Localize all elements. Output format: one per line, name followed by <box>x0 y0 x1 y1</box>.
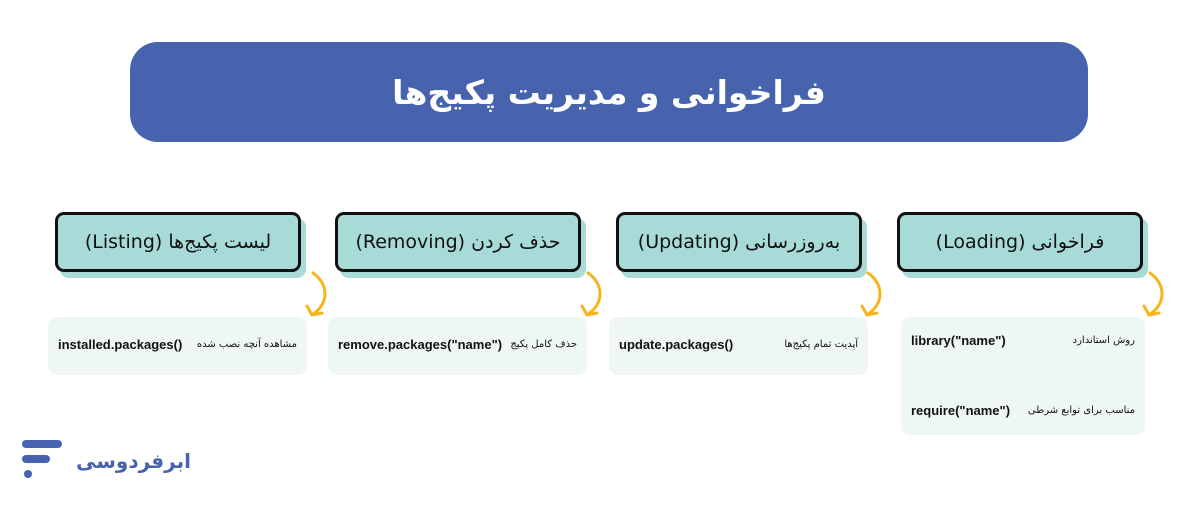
detail-row: آپدیت تمام پکیج‌ها update.packages() <box>609 337 868 352</box>
detail-row: مناسب برای توابع شرطی require("name") <box>901 403 1145 418</box>
step-removing-header: حذف کردن (Removing) <box>335 212 581 272</box>
curved-arrow-icon <box>1142 271 1164 317</box>
step-removing-title: حذف کردن (Removing) <box>355 231 561 253</box>
step-loading-title: فراخوانی (Loading) <box>935 231 1105 253</box>
detail-row: روش استاندارد library("name") <box>901 333 1145 348</box>
curved-arrow-icon <box>860 271 882 317</box>
page-title: فراخوانی و مدیریت پکیج‌ها <box>392 72 826 112</box>
brand-f-icon <box>22 440 64 482</box>
step-updating-header: به‌روزرسانی (Updating) <box>616 212 862 272</box>
detail-row: مشاهده آنچه نصب شده installed.packages() <box>48 337 307 352</box>
step-listing-details: مشاهده آنچه نصب شده installed.packages() <box>48 317 307 375</box>
step-loading-header: فراخوانی (Loading) <box>897 212 1143 272</box>
step-updating-details: آپدیت تمام پکیج‌ها update.packages() <box>609 317 868 375</box>
code-snippet: update.packages() <box>619 337 734 352</box>
curved-arrow-icon <box>580 271 602 317</box>
detail-description: حذف کامل پکیج <box>510 339 577 350</box>
detail-description: مشاهده آنچه نصب شده <box>196 339 297 350</box>
detail-description: مناسب برای توابع شرطی <box>1027 405 1135 416</box>
detail-row: حذف کامل پکیج remove.packages("name") <box>328 337 587 352</box>
code-snippet: remove.packages("name") <box>338 337 503 352</box>
step-updating-title: به‌روزرسانی (Updating) <box>637 231 841 253</box>
detail-description: روش استاندارد <box>1072 335 1135 346</box>
step-removing-details: حذف کامل پکیج remove.packages("name") <box>328 317 587 375</box>
detail-description: آپدیت تمام پکیج‌ها <box>784 339 858 350</box>
step-loading-details: روش استاندارد library("name") مناسب برای… <box>901 317 1145 435</box>
code-snippet: library("name") <box>911 333 1006 348</box>
title-banner: فراخوانی و مدیریت پکیج‌ها <box>130 42 1088 142</box>
step-listing-title: لیست پکیج‌ها (Listing) <box>84 231 272 253</box>
curved-arrow-icon <box>305 271 327 317</box>
code-snippet: require("name") <box>911 403 1011 418</box>
code-snippet: installed.packages() <box>58 337 183 352</box>
step-listing-header: لیست پکیج‌ها (Listing) <box>55 212 301 272</box>
brand-logo: ابرفردوسی <box>22 440 191 482</box>
brand-name: ابرفردوسی <box>76 449 191 473</box>
